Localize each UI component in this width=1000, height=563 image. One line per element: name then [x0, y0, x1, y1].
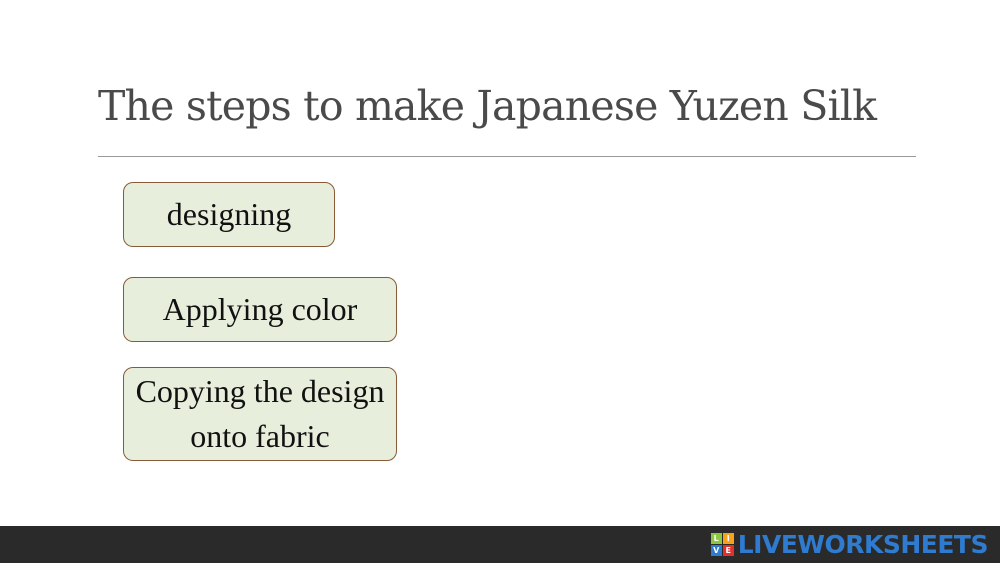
step-card-copying-design[interactable]: Copying the design onto fabric: [123, 367, 397, 461]
liveworksheets-brand[interactable]: L I V E LIVEWORKSHEETS: [710, 526, 989, 563]
logo-letter: L: [710, 533, 722, 544]
brand-name: LIVEWORKSHEETS: [737, 530, 989, 559]
logo-letter: E: [722, 545, 734, 556]
slide-title: The steps to make Japanese Yuzen Silk: [98, 82, 877, 130]
step-card-label: Copying the design onto fabric: [135, 373, 385, 454]
footer-bar: L I V E LIVEWORKSHEETS: [0, 526, 1000, 563]
logo-letter: I: [722, 533, 734, 544]
liveworksheets-logo-icon: L I V E: [710, 533, 734, 556]
title-divider: [98, 156, 916, 157]
step-card-designing[interactable]: designing: [123, 182, 335, 247]
step-card-label: designing: [166, 196, 292, 233]
slide-canvas: The steps to make Japanese Yuzen Silk de…: [98, 82, 916, 461]
step-card-label: Applying color: [162, 291, 358, 328]
step-card-applying-color[interactable]: Applying color: [123, 277, 397, 342]
logo-letter: V: [710, 545, 722, 556]
